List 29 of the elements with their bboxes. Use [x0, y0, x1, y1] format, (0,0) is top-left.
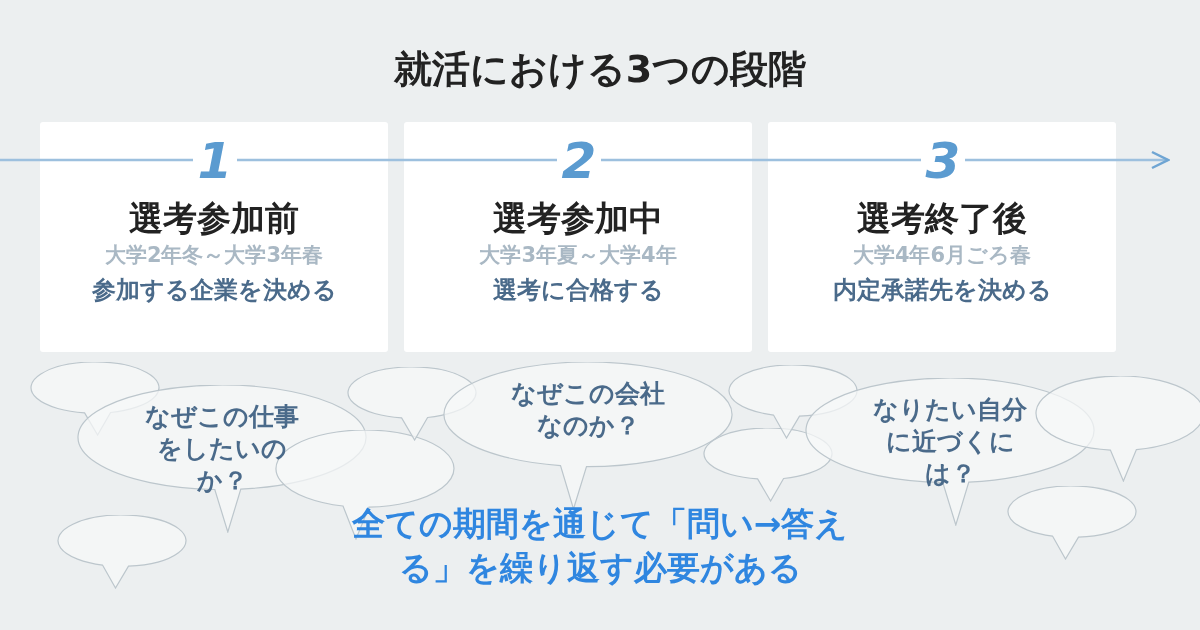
question-text: なりたい自分に近づくには？: [872, 394, 1028, 490]
speech-bubble: [1035, 376, 1200, 482]
step-number: 3: [923, 133, 963, 189]
stage-title: 選考参加中: [492, 197, 664, 240]
stage-card: [40, 122, 388, 352]
step-number: 1: [195, 133, 235, 189]
stage-period: 大学3年夏～大学4年: [478, 242, 678, 269]
speech-bubble: [703, 428, 833, 502]
question-text: なぜこの仕事をしたいのか？: [144, 401, 300, 497]
connector-line: [601, 158, 921, 162]
connector-line: [0, 158, 193, 162]
connector-line: [237, 158, 557, 162]
summary-note: 全ての期間を通じて「問い→答える」を繰り返す必要がある: [350, 503, 850, 589]
arrow: [965, 150, 1170, 170]
stage-goal: 内定承諾先を決める: [831, 275, 1053, 306]
stage-title: 選考終了後: [856, 197, 1028, 240]
stage-period: 大学2年冬～大学3年春: [103, 242, 325, 269]
question-text: なぜこの会社なのか？: [510, 378, 666, 442]
stage-period: 大学4年6月ごろ春: [851, 242, 1033, 269]
speech-bubble: [728, 365, 858, 439]
speech-bubble: [57, 515, 187, 589]
speech-bubble: [1007, 486, 1137, 560]
step-number: 2: [559, 133, 599, 189]
stage-card: [768, 122, 1116, 352]
stage-goal: 選考に合格する: [491, 275, 665, 306]
diagram-title: 就活における3つの段階: [392, 46, 808, 93]
stage-title: 選考参加前: [128, 197, 300, 240]
stage-goal: 参加する企業を決める: [90, 275, 338, 306]
stage-card: [404, 122, 752, 352]
